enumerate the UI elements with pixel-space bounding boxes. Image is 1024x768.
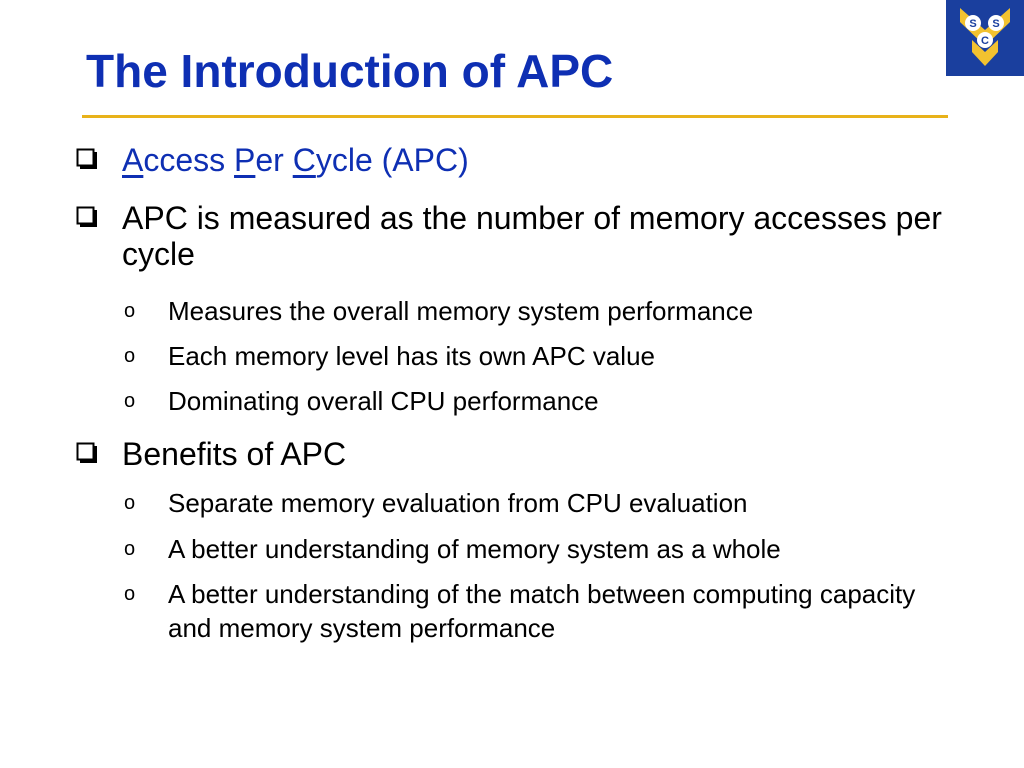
acronym-word-ccess: ccess — [143, 142, 235, 178]
logo-letter-1: S — [969, 18, 976, 30]
bullet-apc-measured: APC is measured as the number of memory … — [76, 200, 956, 272]
logo-letter-3: C — [981, 35, 989, 47]
acronym-letter-c: C — [292, 142, 316, 178]
sub-bullet-text: Measures the overall memory system perfo… — [168, 296, 754, 326]
sub-bullet-memory-level: o Each memory level has its own APC valu… — [124, 339, 954, 373]
acronym-word-ycle: ycle (APC) — [315, 142, 469, 178]
sub-bullet-text: Dominating overall CPU performance — [168, 386, 599, 416]
checkbox-square-icon — [76, 148, 97, 169]
acronym-letter-p: P — [234, 142, 256, 178]
sub-bullet-memory-whole: o A better understanding of memory syste… — [124, 532, 954, 566]
sub-bullet-text: A better understanding of the match betw… — [168, 579, 916, 643]
logo-letter-2: S — [992, 18, 999, 30]
logo-mark-icon: S S C — [960, 8, 1010, 66]
acronym-letter-a: A — [122, 142, 144, 178]
hollow-circle-bullet-icon: o — [124, 345, 136, 367]
bullet-apc-measured-text: APC is measured as the number of memory … — [122, 200, 942, 272]
sub-bullet-computing-match: o A better understanding of the match be… — [124, 577, 954, 645]
sub-bullet-separate-evaluation: o Separate memory evaluation from CPU ev… — [124, 486, 954, 520]
hollow-circle-bullet-icon: o — [124, 583, 136, 605]
hollow-circle-bullet-icon: o — [124, 492, 136, 514]
sub-bullet-text: A better understanding of memory system … — [168, 534, 781, 564]
hollow-circle-bullet-icon: o — [124, 538, 136, 560]
checkbox-square-icon — [76, 442, 97, 463]
checkbox-square-icon — [76, 206, 97, 227]
sub-bullet-text: Separate memory evaluation from CPU eval… — [168, 488, 748, 518]
sub-bullet-overall-performance: o Measures the overall memory system per… — [124, 294, 954, 328]
sub-bullet-text: Each memory level has its own APC value — [168, 341, 655, 371]
slide-title: The Introduction of APC — [86, 45, 614, 97]
title-underline-rule — [82, 115, 948, 118]
bullet-benefits-text: Benefits of APC — [122, 436, 347, 472]
acronym-word-er: er — [255, 142, 293, 178]
bullet-acronym: Access Per Cycle (APC) — [76, 142, 956, 178]
bullet-benefits: Benefits of APC — [76, 436, 956, 472]
sss-logo: S S C — [946, 0, 1024, 76]
hollow-circle-bullet-icon: o — [124, 390, 136, 412]
bullet-acronym-text: Access Per Cycle (APC) — [122, 142, 956, 178]
sub-bullet-dominating: o Dominating overall CPU performance — [124, 384, 954, 418]
hollow-circle-bullet-icon: o — [124, 300, 136, 322]
